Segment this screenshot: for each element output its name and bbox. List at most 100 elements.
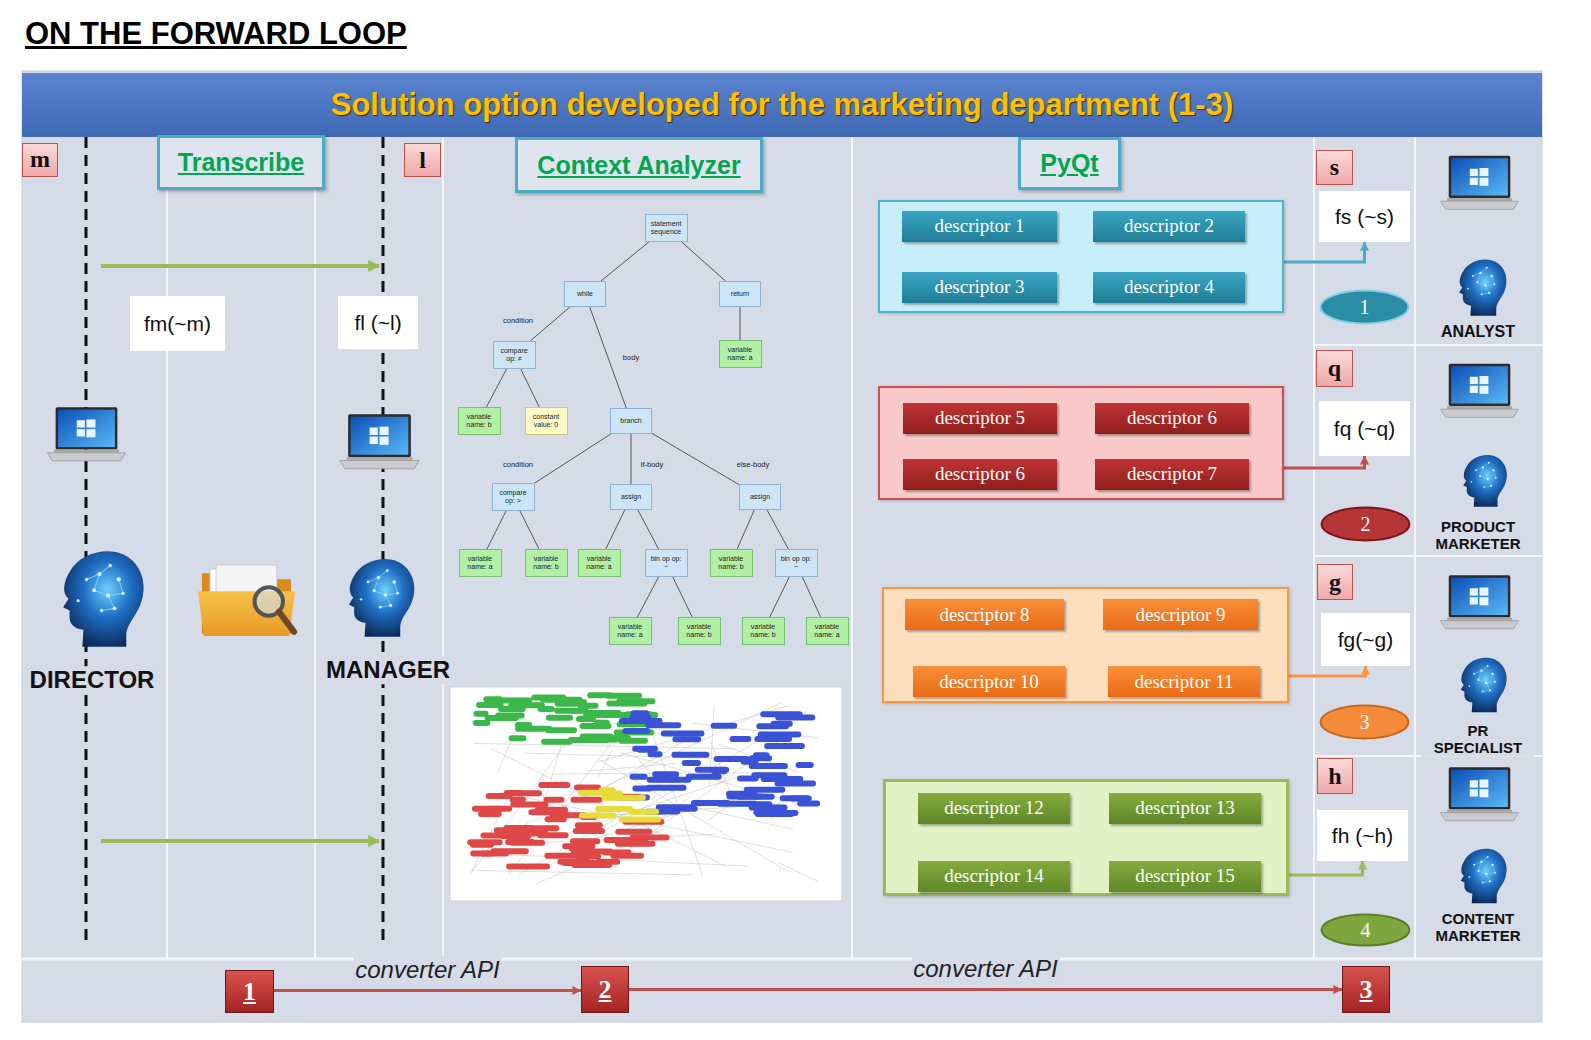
node-text: g xyxy=(1329,569,1341,596)
cloud-term xyxy=(671,752,709,758)
bottom-strip-divider xyxy=(22,959,1542,960)
tree-link xyxy=(740,307,741,340)
node-text: variable name: b xyxy=(682,623,716,638)
node-text: q xyxy=(1328,355,1341,382)
node-text: variable name: a xyxy=(613,623,647,638)
tree-link xyxy=(530,307,570,341)
node-text: descriptor 14 xyxy=(944,865,1044,887)
tree-node: bin op op: − xyxy=(645,549,688,577)
edge-label: condition xyxy=(501,460,535,469)
column-divider xyxy=(851,137,853,959)
cloud-term xyxy=(630,774,648,780)
cloud-term xyxy=(775,781,816,787)
role-label: PR SPECIALIST xyxy=(1422,722,1535,757)
node-text: descriptor 4 xyxy=(1124,276,1214,298)
node-text: descriptor 9 xyxy=(1135,604,1225,626)
edge-label: body xyxy=(621,353,641,362)
flow-arrow xyxy=(1284,242,1365,262)
cloud-link xyxy=(543,738,563,805)
cloud-term xyxy=(652,771,679,777)
ai-head-icon xyxy=(349,559,414,637)
cloud-term xyxy=(486,793,513,799)
tree-link xyxy=(767,510,788,549)
cloud-link xyxy=(779,869,780,872)
cloud-term xyxy=(579,812,617,818)
node-text: variable name: a xyxy=(723,346,757,361)
cloud-term xyxy=(737,775,759,781)
tool-header: PyQt xyxy=(1018,137,1121,190)
cloud-term xyxy=(760,711,802,717)
cloud-term xyxy=(470,851,494,857)
tree-link xyxy=(521,369,539,407)
laptop-icon xyxy=(340,414,419,468)
node-text: descriptor 12 xyxy=(944,797,1044,819)
letter-box: q xyxy=(1316,350,1353,387)
column-divider xyxy=(1414,137,1416,959)
descriptor-box: descriptor 14 xyxy=(918,861,1070,892)
cloud-term xyxy=(672,736,701,742)
tree-node: while xyxy=(564,281,606,307)
cloud-term xyxy=(780,795,810,801)
node-text: variable name: a xyxy=(810,623,844,638)
cloud-term xyxy=(495,712,524,718)
word-cloud xyxy=(450,687,842,901)
edge-label: converter API xyxy=(911,955,1060,983)
cloud-link xyxy=(474,743,737,748)
cloud-term xyxy=(695,767,729,773)
descriptor-box: descriptor 1 xyxy=(902,211,1057,242)
cloud-term xyxy=(554,708,589,714)
laptop-icon xyxy=(48,156,1519,821)
cloud-term xyxy=(796,762,814,768)
role-label: PRODUCT MARKETER xyxy=(1422,518,1535,553)
title-banner: Solution option developed for the market… xyxy=(22,73,1542,137)
node-text: assign xyxy=(621,493,641,501)
column-divider xyxy=(166,137,168,959)
node-text: fh (~h) xyxy=(1332,824,1393,848)
tree-node: variable name: b xyxy=(458,407,501,435)
column-divider xyxy=(1314,555,1542,557)
node-text: descriptor 1 xyxy=(934,215,1024,237)
column-divider xyxy=(1314,344,1542,346)
cloud-term xyxy=(619,817,661,823)
node-text: descriptor 13 xyxy=(1135,797,1235,819)
descriptor-panel: descriptor 8descriptor 9descriptor 10des… xyxy=(882,587,1289,703)
tree-node: variable name: a xyxy=(609,617,652,645)
tree-link xyxy=(487,511,506,549)
cloud-term xyxy=(579,723,611,729)
tree-link xyxy=(606,510,625,549)
tree-node: compare op: ≠ xyxy=(493,341,536,369)
cloud-term xyxy=(573,828,605,834)
node-text: branch xyxy=(620,417,641,425)
node-text: fm(~m) xyxy=(144,312,211,336)
function-box: fm(~m) xyxy=(130,296,225,351)
node-text: Context Analyzer xyxy=(537,151,740,180)
flow-arrow xyxy=(1289,861,1363,875)
node-text: Transcribe xyxy=(178,148,304,177)
tree-node: constant value: 0 xyxy=(525,407,568,435)
descriptor-box: descriptor 6 xyxy=(1095,403,1249,434)
flow-arrow xyxy=(274,989,581,992)
flow-arrow xyxy=(101,839,379,843)
node-text: 1 xyxy=(243,977,256,1007)
function-box: fh (~h) xyxy=(1317,810,1408,861)
panel-frame xyxy=(22,71,1542,1022)
laptop-icon xyxy=(1441,364,1519,417)
step-box: 2 xyxy=(581,966,629,1013)
tree-node: branch xyxy=(610,408,652,434)
tree-link xyxy=(682,242,726,281)
cloud-term xyxy=(535,807,568,813)
tree-node: variable name: b xyxy=(710,549,753,577)
cloud-term xyxy=(764,743,805,749)
node-text: variable name: a xyxy=(463,555,497,570)
cloud-link xyxy=(516,702,783,829)
tree-node: variable name: a xyxy=(806,617,849,645)
cloud-term xyxy=(509,735,527,741)
cloud-link xyxy=(557,777,738,837)
node-text: descriptor 2 xyxy=(1124,215,1214,237)
laptop-icon xyxy=(1441,575,1519,628)
oval-shape xyxy=(1321,706,1409,739)
node-text: bin op op: − xyxy=(649,555,683,570)
descriptor-box: descriptor 6 xyxy=(903,459,1057,490)
column-divider xyxy=(442,137,444,959)
cloud-link xyxy=(691,723,818,738)
